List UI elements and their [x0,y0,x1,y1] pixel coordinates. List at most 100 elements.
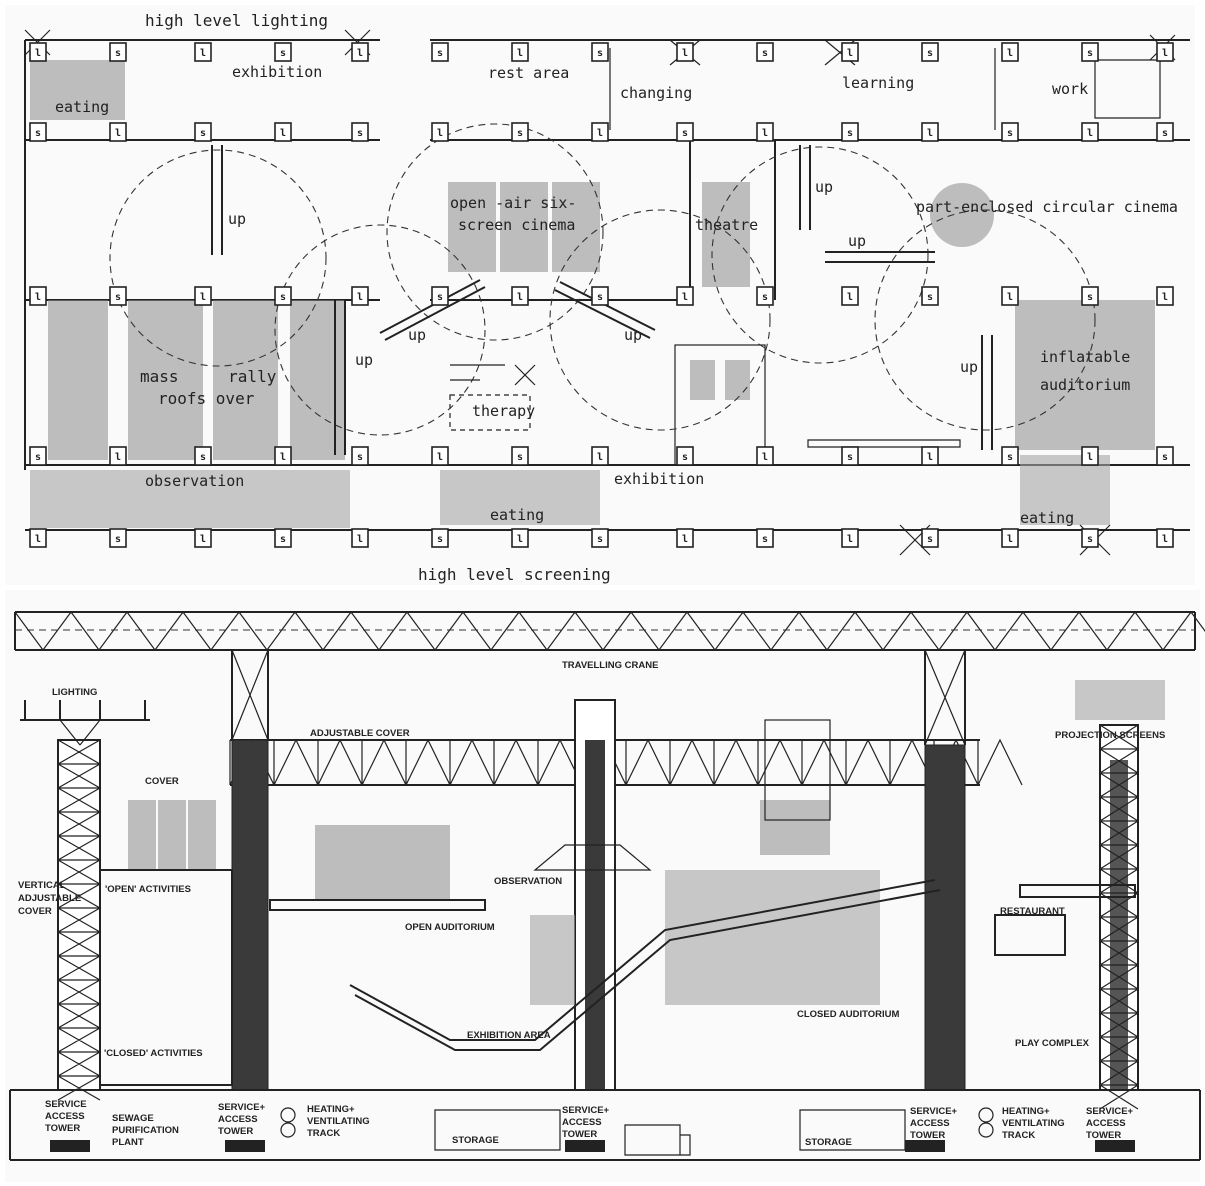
basement-label-sewage: PLANT [112,1137,144,1148]
label-exhibition-bottom: exhibition [614,470,704,488]
label-exhibition-top: exhibition [232,63,322,81]
column-marker: s [437,48,443,59]
column-box [756,42,774,62]
column-marker: l [517,48,523,59]
basement-label-service-tower-1: SERVICE [45,1099,87,1110]
column-marker: s [1007,452,1013,463]
basement-label-heating-1: TRACK [307,1128,340,1139]
basement-label-service-tower-1: TOWER [45,1123,80,1134]
service-towers [57,699,1139,1091]
label-up-1: up [228,210,246,228]
column-box [511,446,529,466]
basement-label-heating-1: VENTILATING [307,1116,370,1127]
column-box [1001,528,1019,548]
label-storage-1: STORAGE [452,1135,499,1146]
column-marker: l [280,452,286,463]
column-marker: s [762,292,768,303]
circulation-circle [109,149,327,367]
column-marker: s [1162,128,1168,139]
column-marker: l [597,452,603,463]
rally-strip [48,300,108,460]
column-box [921,528,939,548]
column-box [194,122,212,142]
column-marker: l [682,292,688,303]
column-marker: l [357,534,363,545]
basement-label-service-tower-4: ACCESS [910,1118,950,1129]
column-marker: l [200,48,206,59]
label-lighting: LIGHTING [52,687,97,698]
column-box [274,122,292,142]
column-marker: l [1007,534,1013,545]
column-box [274,286,292,306]
label-cinema-1: open -air six- [450,194,576,212]
column-box [756,528,774,548]
label-up-2: up [815,178,833,196]
column-marker: l [847,48,853,59]
column-marker: s [927,534,933,545]
basement-label-service-tower-2: SERVICE+ [218,1102,266,1113]
column-marker: s [682,452,688,463]
column-marker: s [115,48,121,59]
column-box [921,42,939,62]
column-marker: l [437,128,443,139]
column-box [921,446,939,466]
column-box [351,286,369,306]
column-box [676,42,694,62]
column-box [351,528,369,548]
column-box [351,446,369,466]
column-box [194,286,212,306]
label-mass-rally: mass rally [140,367,277,386]
label-theatre: theatre [695,216,758,234]
column-box [29,446,47,466]
label-up-3: up [848,232,866,250]
column-box [109,446,127,466]
label-up-6: up [355,351,373,369]
column-box [591,286,609,306]
column-marker: l [280,128,286,139]
basement-labels: SERVICEACCESSTOWERSEWAGEPURIFICATIONPLAN… [45,1099,1134,1148]
label-learning: learning [842,74,914,92]
label-cover: COVER [145,776,179,787]
label-adjustable-cover: ADJUSTABLE COVER [310,728,410,739]
label-up-4: up [408,326,426,344]
column-box [1156,122,1174,142]
column-box [29,528,47,548]
basement-label-service-tower-5: TOWER [1086,1130,1121,1141]
column-marker: l [1162,292,1168,303]
column-marker: l [927,128,933,139]
column-marker: l [115,128,121,139]
column-marker: l [847,534,853,545]
column-box [29,42,47,62]
column-marker: s [517,128,523,139]
basement-label-heating-1: HEATING+ [307,1104,355,1115]
column-box [431,286,449,306]
label-high-level-screening: high level screening [418,565,611,584]
column-marker: l [597,128,603,139]
column-marker: s [762,48,768,59]
column-marker: l [762,128,768,139]
basement-label-service-tower-5: SERVICE+ [1086,1106,1134,1117]
column-marker: s [1162,452,1168,463]
column-box [274,528,292,548]
basement-label-service-tower-1: ACCESS [45,1111,85,1122]
basement-label-heating-2: HEATING+ [1002,1106,1050,1117]
label-eating-br: eating [1020,509,1074,527]
label-roofs-over: roofs over [158,389,255,408]
basement-label-service-tower-4: TOWER [910,1130,945,1141]
column-marker: s [357,452,363,463]
column-marker: s [280,48,286,59]
column-box [274,446,292,466]
column-marker: l [1087,128,1093,139]
column-marker: l [35,534,41,545]
column-box [194,528,212,548]
column-box [1156,528,1174,548]
column-box [921,122,939,142]
label-inflatable: inflatable [1040,348,1130,366]
label-travelling-crane: TRAVELLING CRANE [562,660,658,671]
label-exhibition-area: EXHIBITION AREA [467,1030,551,1041]
column-box [591,446,609,466]
label-open-activities: 'OPEN' ACTIVITIES [105,884,191,895]
basement-label-heating-2: TRACK [1002,1130,1035,1141]
